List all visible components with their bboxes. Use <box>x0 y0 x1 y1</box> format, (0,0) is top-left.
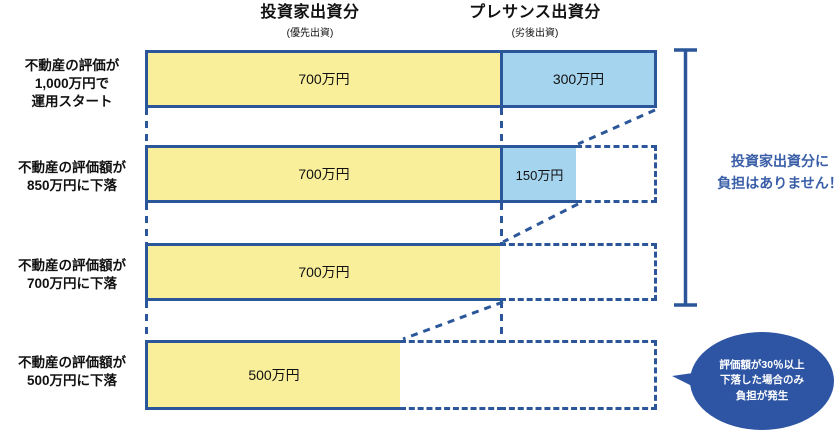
connector-diagonal-1-2-top <box>577 108 656 146</box>
bar-row3-investor: 700万円 <box>145 243 503 301</box>
bar-row2-investor: 700万円 <box>145 145 503 203</box>
bar-row4-loss-ghost-b <box>500 340 657 410</box>
column-header-presance-main: プレサンス出資分 <box>469 4 601 21</box>
column-header-investor-sub: (優先出資) <box>286 27 334 39</box>
bar-row2-loss-ghost <box>576 145 657 203</box>
callout-bubble: 評価額が30％以上下落した場合のみ負担が発生 <box>690 332 834 430</box>
column-header-presance-sub: (劣後出資) <box>511 27 559 39</box>
connector-diagonal-3-4-top <box>402 300 504 341</box>
column-header-investor-main: 投資家出資分 <box>260 4 360 21</box>
column-header-presance: プレサンス出資分 (劣後出資) <box>440 4 630 39</box>
column-header-investor: 投資家出資分 (優先出資) <box>245 4 375 39</box>
right-note: 投資家出資分に負担はありません！ <box>717 153 840 192</box>
bar-row4-loss-ghost-a <box>400 340 503 410</box>
bar-row4-investor: 500万円 <box>145 340 403 410</box>
bar-row1-investor: 700万円 <box>145 50 503 108</box>
bar-row1-presance: 300万円 <box>500 50 657 108</box>
bar-row3-loss-ghost <box>500 243 657 301</box>
bar-row2-presance: 150万円 <box>500 145 579 203</box>
scope-bracket <box>674 48 697 307</box>
connector-diagonal-2-3-top <box>502 202 579 244</box>
